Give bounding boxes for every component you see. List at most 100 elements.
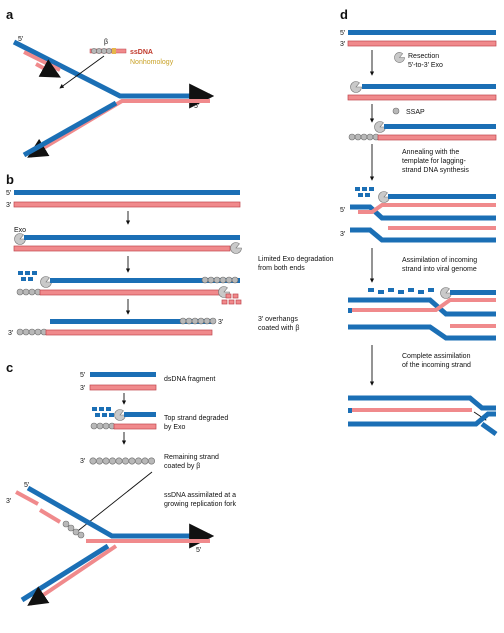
panel-b-beads-top-right xyxy=(201,276,239,284)
panel-c-remaining-blue xyxy=(124,412,156,417)
panel-a-ssdna-label: ssDNA xyxy=(130,49,153,56)
panel-d-anneal-pink-mid xyxy=(358,203,496,214)
panel-d-resection-line2: 5′-to-3′ Exo xyxy=(408,62,443,69)
panel-b-degraded-fragments-right xyxy=(221,293,242,305)
panel-c-fork-blue-bottom xyxy=(20,543,110,603)
panel-d-complete-blue-lower xyxy=(480,421,498,437)
panel-d-complete-blue-top xyxy=(348,395,496,411)
panel-a-end-right: 5′ xyxy=(194,103,200,110)
panel-d-anneal-end-5: 5′ xyxy=(340,207,346,214)
panel-c-end-3-coated: 3′ xyxy=(80,458,86,465)
panel-d-complete-blue-bottom xyxy=(348,411,496,427)
panel-b-exo-left-icon-2 xyxy=(40,276,52,288)
panel-b-strand-blue xyxy=(24,235,240,240)
panel-a-beta-label: β xyxy=(104,39,108,46)
panel-a-end-top-left: 5′ xyxy=(18,36,24,43)
panel-b-end-3: 3′ xyxy=(6,202,12,209)
panel-d-exo-icon-4 xyxy=(440,287,452,299)
panel-b-duplex-top xyxy=(14,190,240,195)
panel-d-exo-icon-1 xyxy=(350,81,362,93)
panel-d-letter: d xyxy=(340,7,348,22)
panel-c-end-3-fork: 3′ xyxy=(6,498,12,505)
panel-d-assim-line2: strand into viral genome xyxy=(402,266,477,273)
panel-a-pink-strand-bottom xyxy=(27,99,210,158)
panel-d-anneal-fragments xyxy=(355,187,374,197)
panel-d-duplex-blue xyxy=(348,30,496,35)
panel-d-end-3: 3′ xyxy=(340,41,346,48)
panel-c-arrow-3 xyxy=(73,471,153,535)
panel-b-exo-right-icon xyxy=(230,242,242,254)
panel-a: a 5′ 5′ β ssDNA Nonhomology xyxy=(6,7,215,158)
panel-b-strand-pink-2 xyxy=(39,289,221,296)
panel-c-degraded-line1: Top strand degraded xyxy=(164,415,228,422)
panel-b-strand-pink xyxy=(13,245,231,252)
panel-c: c 5′ 3′ dsDNA fragment Top strand degrad… xyxy=(6,360,236,606)
panel-b-end-3-left: 3′ xyxy=(8,330,14,337)
panel-c-fork-pink-piece-1 xyxy=(15,490,39,506)
panel-c-coated-line1: Remaining strand xyxy=(164,454,219,461)
panel-b-limited-line2: from both ends xyxy=(258,265,305,272)
panel-b-end-3-right: 3′ xyxy=(218,319,224,326)
panel-b-exo-left-icon xyxy=(14,233,26,245)
panel-c-degraded-line2: by Exo xyxy=(164,424,186,431)
panel-d-resected-blue xyxy=(362,84,496,89)
panel-d-exo-icon-3 xyxy=(378,191,390,203)
panel-d-anneal-blue-top xyxy=(388,194,496,199)
panel-d-complete-blue-tip xyxy=(348,408,352,413)
panel-c-letter: c xyxy=(6,360,13,375)
panel-b-duplex-bottom xyxy=(13,201,241,208)
panel-d-assim-line1: Assimilation of incoming xyxy=(402,257,477,264)
panel-d-complete-line2: of the incoming strand xyxy=(402,362,471,369)
panel-d-ssap-beads xyxy=(348,133,380,141)
panel-c-coated-line2: coated by β xyxy=(164,463,200,470)
panel-c-beads-short xyxy=(90,422,116,430)
panel-a-pink-strand-segment-2 xyxy=(35,59,61,78)
panel-c-fork-blue-top xyxy=(26,485,215,549)
panel-c-dsdna-label: dsDNA fragment xyxy=(164,376,215,383)
panel-d-exo-legend-icon xyxy=(394,52,405,63)
panel-b-strand-blue-2 xyxy=(50,278,240,283)
panel-d-anneal-line2: template for lagging- xyxy=(402,158,466,165)
panel-d-assim-blue-top xyxy=(450,290,496,295)
panel-c-fork-pink-bottom xyxy=(27,544,118,606)
panel-c-degraded-fragments xyxy=(92,407,114,417)
panel-b-final-pink xyxy=(45,329,213,336)
panel-d-assim-fragments xyxy=(368,288,434,294)
panel-b-letter: b xyxy=(6,172,14,187)
panel-d-anneal-end-3: 3′ xyxy=(340,231,346,238)
panel-d-anneal-blue-mid xyxy=(350,204,496,221)
panel-b-degraded-fragments-left xyxy=(18,271,37,281)
panel-d-exo-icon-2 xyxy=(374,121,386,133)
panel-b-final-beads-right xyxy=(179,317,217,325)
panel-d-resected-pink xyxy=(347,94,497,101)
panel-d-assim-blue-lower xyxy=(348,324,496,341)
panel-d-resection-line1: Resection xyxy=(408,53,439,60)
panel-d-ssap-blue xyxy=(384,124,496,129)
panel-c-fork-beads xyxy=(62,520,85,539)
panel-b-final-beads-left xyxy=(16,328,48,336)
panel-c-end-5-fork: 5′ xyxy=(24,482,30,489)
panel-d-assim-pink-mid xyxy=(352,298,496,312)
panel-c-remaining-pink xyxy=(113,423,157,430)
panel-b-exo-label: Exo xyxy=(14,227,26,234)
panel-c-assim-line1: ssDNA assimilated at a xyxy=(164,492,236,499)
panel-c-assim-line2: growing replication fork xyxy=(164,501,236,508)
panel-a-nonhomology-label: Nonhomology xyxy=(130,59,174,66)
panel-a-arrow xyxy=(59,55,105,89)
panel-a-blue-strand-bottom xyxy=(22,100,118,158)
panel-c-exo-icon xyxy=(114,409,126,421)
panel-d: d 5′ 3′ Resection 5′-to-3′ Exo SSAP Anne… xyxy=(340,7,498,437)
panel-d-duplex-pink xyxy=(347,40,497,47)
panel-c-fragment-blue xyxy=(90,372,156,377)
panel-d-anneal-blue-lower xyxy=(350,227,496,243)
panel-a-letter: a xyxy=(6,7,14,22)
panel-b-beads-bottom-left xyxy=(16,288,42,296)
panel-c-coated-strand-beads xyxy=(89,457,156,465)
panel-c-fork-pink-piece-2 xyxy=(38,508,62,524)
panel-b: b 5′ 3′ Exo Limited Exo degradation from… xyxy=(6,172,334,337)
panel-c-end-5-right: 5′ xyxy=(196,547,202,554)
panel-b-end-5: 5′ xyxy=(6,190,12,197)
panel-d-end-5: 5′ xyxy=(340,30,346,37)
panel-b-final-blue xyxy=(50,319,212,324)
